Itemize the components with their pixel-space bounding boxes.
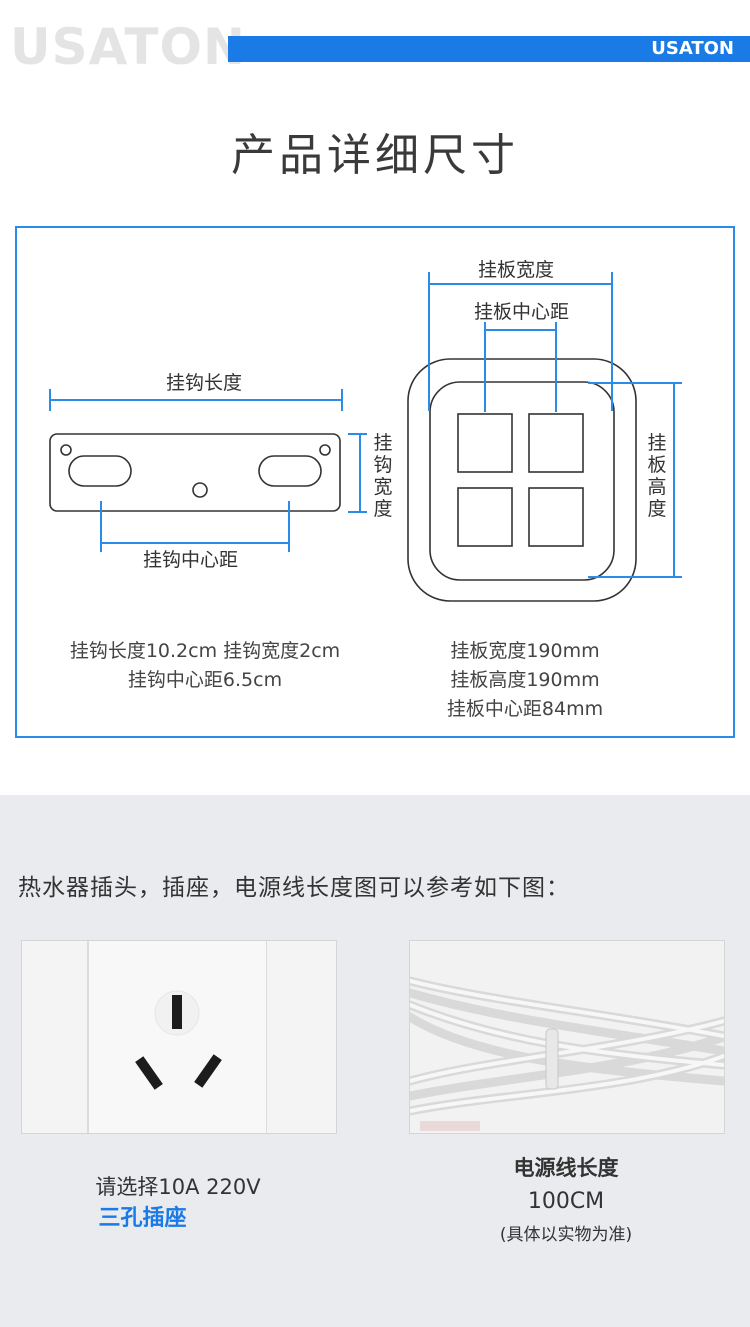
brand-watermark: USATON (10, 18, 246, 76)
cord-caption-title: 电源线长度 (513, 1156, 619, 1180)
plate-spec-line3: 挂板中心距84mm (446, 698, 604, 720)
hook-dimension-lines (49, 389, 367, 552)
brand-bar: USATON (228, 36, 750, 62)
plate-spec-line2: 挂板高度190mm (450, 669, 600, 691)
hook-screw-hole-left (60, 444, 72, 456)
plate-square-tl (457, 413, 513, 473)
socket-photo (21, 940, 337, 1134)
dimension-frame (15, 226, 735, 738)
plate-drawing (407, 358, 637, 602)
cord-caption-length: 100CM (527, 1189, 605, 1214)
hook-length-label: 挂钩长度 (166, 372, 243, 394)
plate-dimension-lines (428, 272, 682, 578)
dimension-diagram (49, 272, 682, 602)
plate-center-label: 挂板中心距 (474, 301, 570, 323)
power-notice: 热水器插头，插座，电源线长度图可以参考如下图： (18, 875, 570, 901)
plate-inner-outline (429, 381, 615, 581)
hook-screw-hole-right (319, 444, 331, 456)
hook-spec-line1: 挂钩长度10.2cm 挂钩宽度2cm (69, 640, 341, 662)
socket-slot-left (135, 1056, 163, 1090)
plate-square-br (528, 487, 584, 547)
socket-slot-top (172, 995, 182, 1029)
socket-caption-line2: 三孔插座 (98, 1206, 187, 1231)
plate-spec-line1: 挂板宽度190mm (450, 640, 600, 662)
hook-drawing (49, 433, 341, 512)
hook-slot-left (68, 455, 132, 487)
hook-spec-line2: 挂钩中心距6.5cm (127, 669, 283, 691)
plate-square-tr (528, 413, 584, 473)
hook-width-label: 挂钩宽度 (373, 432, 393, 520)
hook-slot-right (258, 455, 322, 487)
socket-slot-right (194, 1054, 222, 1088)
hook-center-hole (192, 482, 208, 498)
hook-center-label: 挂钩中心距 (143, 549, 239, 571)
cord-caption-note: (具体以实物为准) (499, 1225, 633, 1245)
socket-illustration (22, 941, 336, 1133)
brand-bar-text: USATON (651, 38, 734, 59)
power-cord-photo (409, 940, 725, 1134)
power-cord-illustration (410, 941, 724, 1133)
page-title: 产品详细尺寸 (231, 130, 519, 181)
socket-caption-line1: 请选择10A 220V (95, 1175, 261, 1199)
plate-height-label: 挂板高度 (647, 432, 667, 520)
plate-outer-outline (407, 358, 637, 602)
plate-square-bl (457, 487, 513, 547)
hook-plate-outline (49, 433, 341, 512)
plate-width-label: 挂板宽度 (478, 259, 555, 281)
cable-tie (545, 1028, 559, 1090)
